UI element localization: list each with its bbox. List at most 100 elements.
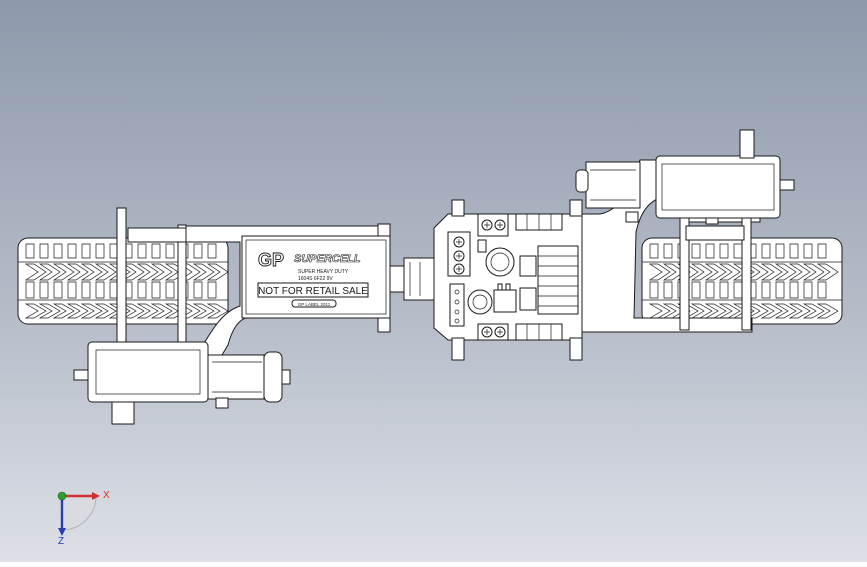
tread-lug: [690, 263, 713, 281]
tread-lug: [705, 281, 715, 299]
tread-lug: [774, 303, 797, 319]
tread-lug: [761, 243, 771, 259]
tread-lug: [122, 263, 145, 281]
tread-lug: [67, 281, 77, 299]
right-gearmotor: [575, 129, 795, 223]
motor-driver-board: [433, 199, 605, 361]
9v-battery: GP SUPERCELL SUPER HEAVY DUTY 1604S 6F22…: [241, 223, 391, 333]
left-gearmotor: [73, 341, 291, 425]
tread-lug: [94, 303, 117, 319]
terminal-block-top: [477, 213, 509, 237]
tread-lug: [178, 263, 201, 281]
tread-lug: [718, 263, 741, 281]
tread-lug: [691, 281, 701, 299]
tread-lug: [802, 263, 825, 281]
tread-lug: [151, 243, 161, 259]
orientation-triad: X Z: [57, 490, 110, 547]
tread-lug: [137, 243, 147, 259]
tread-lug: [94, 263, 117, 281]
tread-lug: [122, 303, 145, 319]
tread-lug: [649, 243, 659, 259]
tread-lug: [193, 281, 203, 299]
tread-lug: [53, 243, 63, 259]
tread-lug: [775, 281, 785, 299]
tread-lug: [39, 243, 49, 259]
tread-lug: [648, 263, 671, 281]
battery-line1: SUPER HEAVY DUTY: [298, 269, 349, 275]
tread-lug: [81, 281, 91, 299]
tread-lug: [81, 243, 91, 259]
tread-lug: [789, 281, 799, 299]
tread-lug: [165, 281, 175, 299]
tread-lug: [789, 243, 799, 259]
tread-lug: [24, 303, 47, 319]
tread-lug: [136, 303, 159, 319]
tread-lug: [649, 281, 659, 299]
tread-lug: [816, 303, 839, 319]
tread-lug: [775, 243, 785, 259]
tread-lug: [52, 303, 75, 319]
tread-lug: [761, 281, 771, 299]
battery-brand: GP: [258, 250, 284, 270]
tread-lug: [663, 243, 673, 259]
tread-lug: [53, 281, 63, 299]
battery-line2: 1604S 6F22 9V: [298, 276, 333, 282]
tread-lug: [207, 243, 217, 259]
tread-lug: [746, 263, 769, 281]
tread-lug: [817, 281, 827, 299]
capacitor-top: [485, 247, 515, 277]
tread-lug: [817, 243, 827, 259]
tread-lug: [704, 263, 727, 281]
battery-label: NOT FOR RETAIL SALE: [258, 286, 368, 297]
tread-lug: [774, 263, 797, 281]
x-axis-label: X: [103, 490, 110, 501]
pin-header-left: [449, 283, 465, 327]
tread-lug: [760, 263, 783, 281]
tread-lug: [66, 303, 89, 319]
tread-lug: [52, 263, 75, 281]
battery-label-box: [257, 282, 369, 298]
tread-lug: [192, 303, 215, 319]
tread-lug: [39, 281, 49, 299]
tread-lug: [136, 263, 159, 281]
tread-lug: [816, 263, 839, 281]
tread-lug: [206, 263, 229, 281]
tread-lug: [25, 281, 35, 299]
tread-lug: [719, 243, 729, 259]
battery-subbrand: SUPERCELL: [294, 253, 361, 265]
tread-lug: [719, 281, 729, 299]
tread-lug: [66, 263, 89, 281]
tread-lug: [25, 243, 35, 259]
tread-lug: [662, 263, 685, 281]
driver-chip-heatsink: [537, 245, 579, 315]
tread-lug: [803, 243, 813, 259]
tread-lug: [95, 281, 105, 299]
z-axis-label: Z: [58, 536, 64, 547]
tread-lug: [151, 281, 161, 299]
tread-lug: [150, 263, 173, 281]
battery-footer: GP LABEL 2011: [298, 302, 331, 307]
tread-lug: [80, 263, 103, 281]
tread-lug: [178, 303, 201, 319]
tread-lug: [192, 263, 215, 281]
capacitor-bottom: [467, 289, 493, 315]
tread-lug: [803, 281, 813, 299]
tread-lug: [38, 303, 61, 319]
tread-lug: [802, 303, 825, 319]
tread-lug: [705, 243, 715, 259]
tread-lug: [788, 263, 811, 281]
tread-lug: [207, 281, 217, 299]
tread-lug: [788, 303, 811, 319]
tread-lug: [206, 303, 229, 319]
tread-lug: [691, 243, 701, 259]
tread-lug: [38, 263, 61, 281]
tread-lug: [746, 303, 769, 319]
tread-lug: [760, 303, 783, 319]
tread-lug: [137, 281, 147, 299]
voltage-regulator: [493, 289, 517, 313]
y-axis-dot: [57, 491, 67, 501]
tread-lug: [95, 243, 105, 259]
tread-lug: [150, 303, 173, 319]
